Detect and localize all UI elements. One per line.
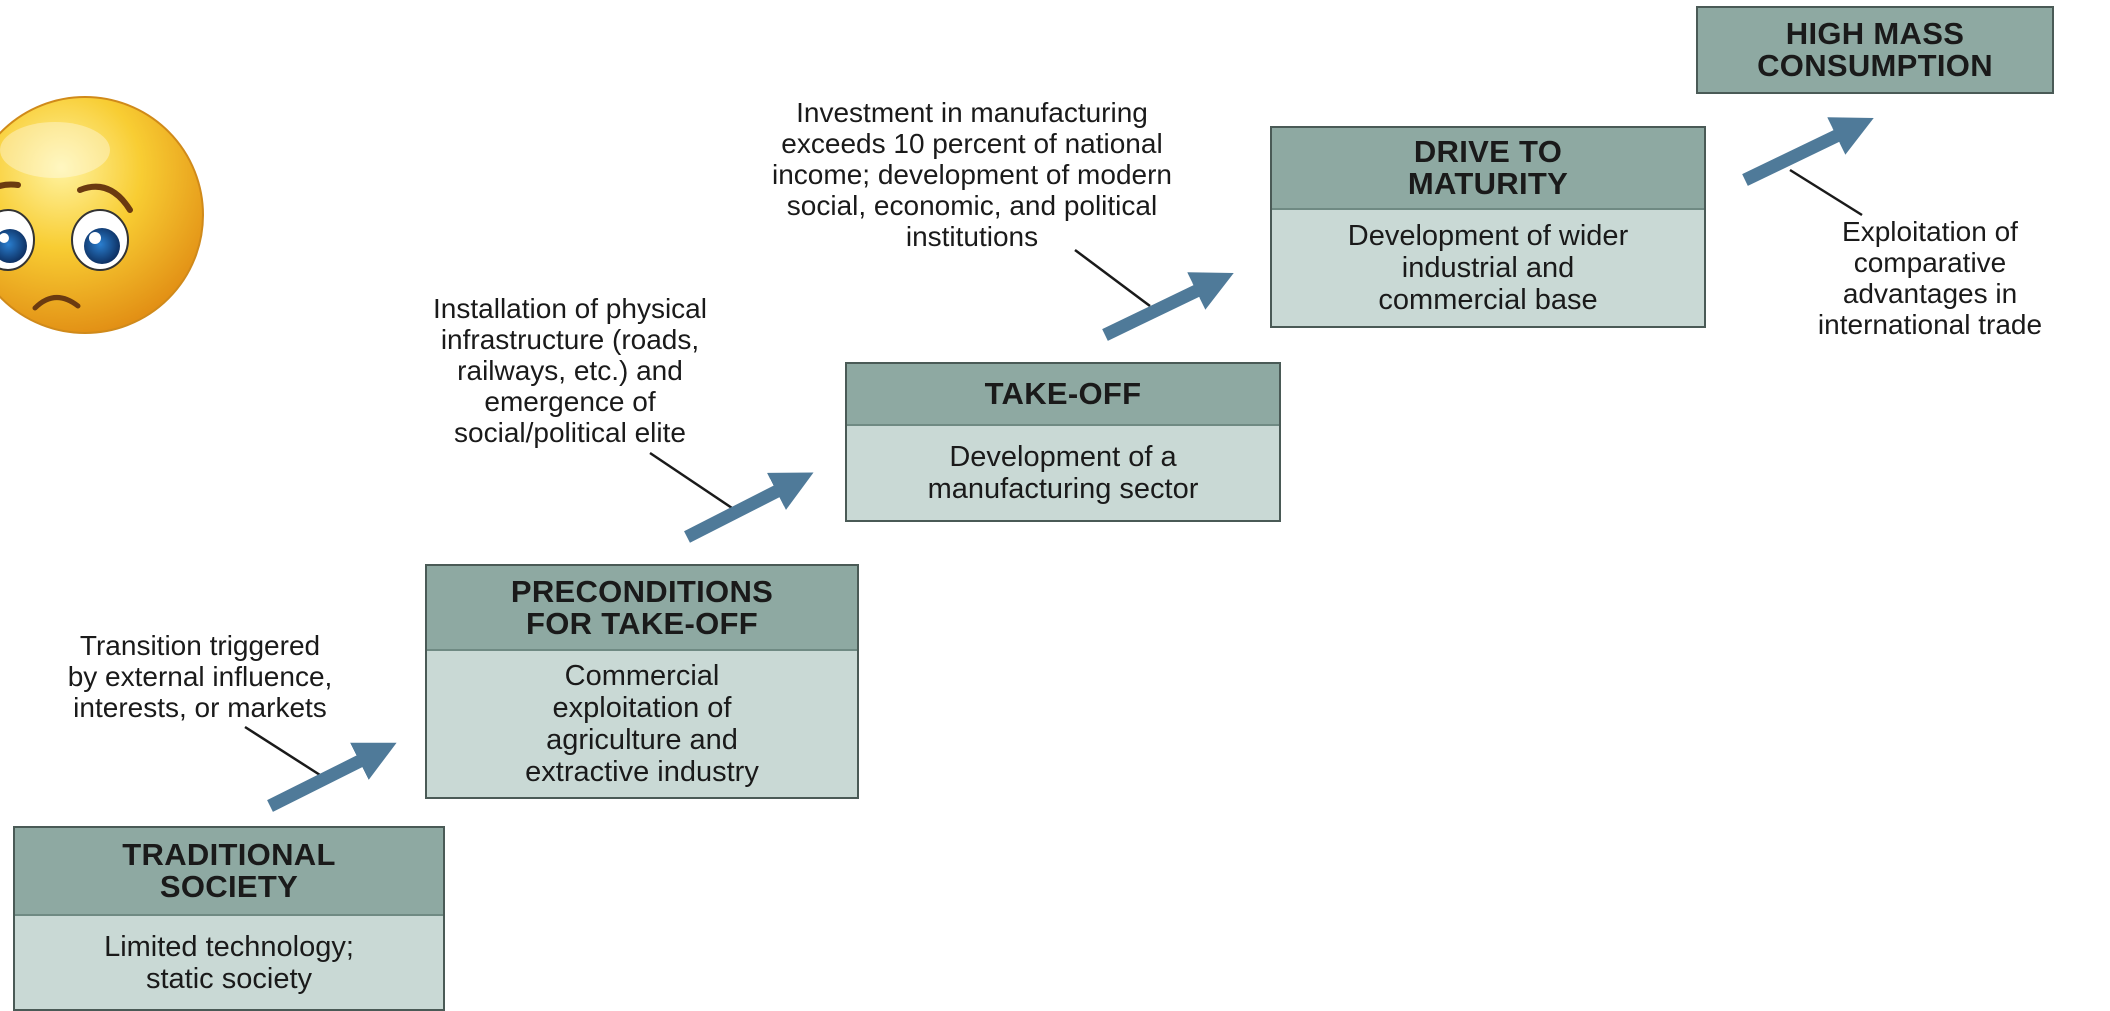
stage-desc-line: Development of wider bbox=[1347, 220, 1629, 252]
diagonal-up-arrow-icon bbox=[1102, 272, 1234, 341]
note-line: social/political elite bbox=[454, 417, 686, 448]
note-line: emergence of bbox=[484, 386, 656, 417]
stage-title: TRADITIONAL SOCIETY bbox=[15, 828, 443, 916]
stage-desc-line: industrial and bbox=[1401, 252, 1575, 284]
stage-preconditions-for-take-off: PRECONDITIONS FOR TAKE-OFF Commercial ex… bbox=[425, 564, 859, 799]
leader-line bbox=[1789, 168, 1863, 217]
note-line: Transition triggered bbox=[79, 630, 321, 661]
stage-desc-line: extractive industry bbox=[525, 756, 759, 788]
note-physical-infrastructure: Installation of physical infrastructure … bbox=[355, 293, 785, 448]
stage-title-line: SOCIETY bbox=[159, 869, 299, 904]
note-line: international trade bbox=[1817, 309, 2043, 340]
stage-desc-line: Limited technology; bbox=[104, 930, 354, 963]
stage-title: HIGH MASS CONSUMPTION bbox=[1698, 8, 2052, 92]
stage-title: TAKE-OFF bbox=[847, 364, 1279, 426]
stage-desc-line: commercial base bbox=[1378, 284, 1598, 316]
stage-title: DRIVE TO MATURITY bbox=[1272, 128, 1704, 210]
stage-title-line: MATURITY bbox=[1407, 166, 1569, 201]
stage-title-line: DRIVE TO bbox=[1413, 134, 1563, 169]
note-line: comparative bbox=[1853, 247, 2007, 278]
stage-take-off: TAKE-OFF Development of a manufacturing … bbox=[845, 362, 1281, 522]
note-line: Investment in manufacturing bbox=[796, 97, 1148, 128]
note-investment-in-manufacturing: Investment in manufacturing exceeds 10 p… bbox=[682, 97, 1262, 252]
stage-description: Limited technology; static society bbox=[15, 916, 443, 1009]
leader-line bbox=[1074, 248, 1151, 308]
stage-description: Development of wider industrial and comm… bbox=[1272, 210, 1704, 326]
note-line: social, economic, and political bbox=[786, 190, 1158, 221]
stage-title-line: PRECONDITIONS bbox=[510, 573, 774, 609]
stage-desc-line: Development of a bbox=[949, 441, 1177, 473]
stage-title-line: TRADITIONAL bbox=[122, 837, 336, 872]
stage-title: PRECONDITIONS FOR TAKE-OFF bbox=[427, 566, 857, 651]
diagonal-up-arrow-icon bbox=[1742, 117, 1874, 186]
diagonal-up-arrow-icon bbox=[267, 742, 397, 812]
stage-description: Commercial exploitation of agriculture a… bbox=[427, 651, 857, 797]
stage-title-line: TAKE-OFF bbox=[984, 376, 1142, 411]
stage-title-line: CONSUMPTION bbox=[1757, 48, 1993, 83]
diagonal-up-arrow-icon bbox=[684, 472, 814, 543]
leader-line bbox=[244, 725, 321, 777]
stage-desc-line: exploitation of bbox=[552, 692, 732, 724]
stage-title-line: HIGH MASS bbox=[1785, 16, 1965, 51]
stage-drive-to-maturity: DRIVE TO MATURITY Development of wider i… bbox=[1270, 126, 1706, 328]
note-line: institutions bbox=[905, 221, 1039, 252]
stage-desc-line: manufacturing sector bbox=[927, 473, 1199, 505]
note-line: by external influence, bbox=[67, 661, 333, 692]
sad-face-emoji-icon bbox=[0, 96, 204, 334]
stage-description: Development of a manufacturing sector bbox=[847, 426, 1279, 520]
note-line: interests, or markets bbox=[73, 692, 327, 723]
stage-desc-line: Commercial bbox=[564, 660, 720, 692]
note-transition-triggered: Transition triggered by external influen… bbox=[0, 630, 400, 723]
note-line: Exploitation of bbox=[1842, 216, 2018, 247]
note-line: infrastructure (roads, bbox=[440, 324, 700, 355]
leader-line bbox=[649, 451, 736, 512]
stage-traditional-society: TRADITIONAL SOCIETY Limited technology; … bbox=[13, 826, 445, 1011]
stage-high-mass-consumption: HIGH MASS CONSUMPTION bbox=[1696, 6, 2054, 94]
note-line: Installation of physical bbox=[433, 293, 707, 324]
stage-desc-line: static society bbox=[146, 962, 312, 995]
note-line: railways, etc.) and bbox=[457, 355, 683, 386]
note-line: exceeds 10 percent of national bbox=[781, 128, 1163, 159]
stage-title-line: FOR TAKE-OFF bbox=[525, 605, 759, 641]
stage-desc-line: agriculture and bbox=[546, 724, 738, 756]
note-line: advantages in bbox=[1842, 278, 2018, 309]
note-line: income; development of modern bbox=[772, 159, 1172, 190]
note-exploitation-comparative-advantages: Exploitation of comparative advantages i… bbox=[1760, 216, 2100, 340]
